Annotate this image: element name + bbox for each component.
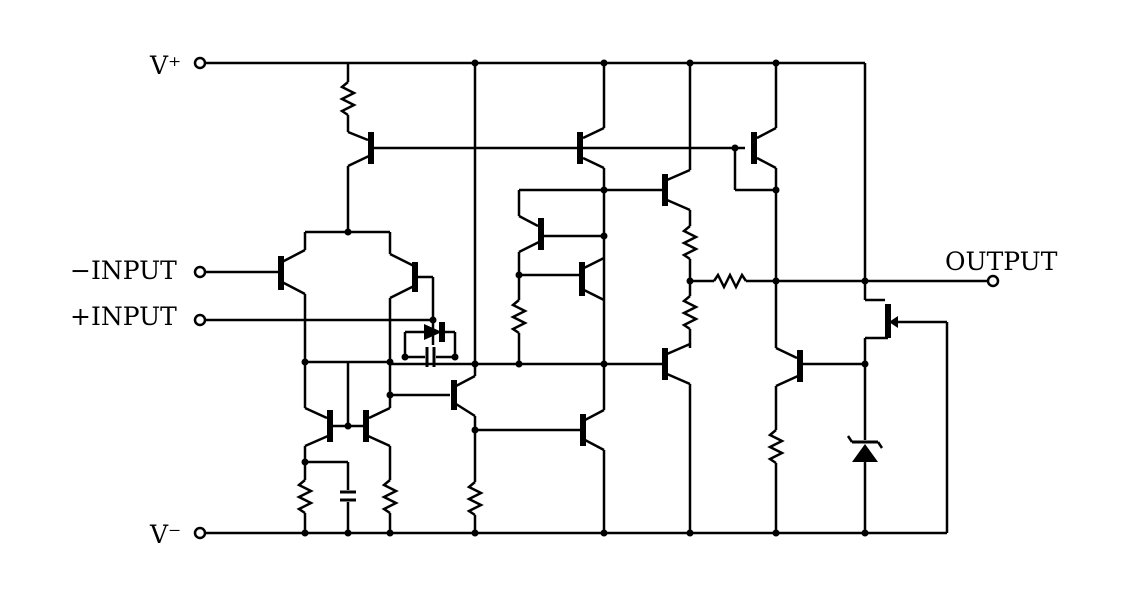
lower-driver-transistor: [662, 342, 694, 537]
plus-input-label: +INPUT: [70, 302, 177, 331]
vminus-label: V⁻: [149, 520, 181, 549]
bias-resistor-upper: [681, 225, 699, 285]
plus-input-terminal[interactable]: [193, 313, 207, 327]
mirror-transistor-q3: [303, 362, 333, 462]
vminus-terminal[interactable]: [193, 526, 207, 540]
output-label: OUTPUT: [945, 247, 1058, 276]
current-source-transistor: [339, 63, 745, 232]
top-center-transistor: [577, 59, 608, 194]
bottom-mirror-transistor: [580, 364, 608, 537]
zener-diode: [846, 364, 884, 537]
second-stage-transistor: [451, 59, 479, 430]
bias-capacitor: [305, 460, 356, 537]
input-diode: [403, 320, 457, 357]
mid-center-transistor: [579, 256, 605, 302]
output-low-transistor: [774, 346, 869, 430]
input-transistor-q2: [388, 232, 435, 400]
mirror-transistor-q4: [363, 400, 392, 480]
input-transistor-q1: [278, 232, 307, 362]
vplus-terminal[interactable]: [193, 56, 207, 70]
minus-input-terminal[interactable]: [193, 265, 207, 279]
jfet-transistor: [863, 304, 949, 533]
driver-transistor: [662, 59, 694, 226]
mid-resistor: [510, 275, 528, 364]
bias-resistor-lower: [681, 281, 699, 348]
mid-left-transistor: [517, 190, 608, 275]
emitter-resistor-left: [296, 458, 314, 537]
minus-input-label: −INPUT: [70, 256, 177, 285]
output-low-resistor: [767, 429, 785, 537]
output-terminal[interactable]: [986, 274, 1000, 288]
output-high-transistor: [731, 59, 780, 348]
output-series-resistor: [690, 272, 988, 290]
vplus-label: V⁺: [149, 51, 181, 80]
second-stage-resistor: [466, 426, 484, 537]
emitter-resistor-right: [381, 479, 399, 537]
